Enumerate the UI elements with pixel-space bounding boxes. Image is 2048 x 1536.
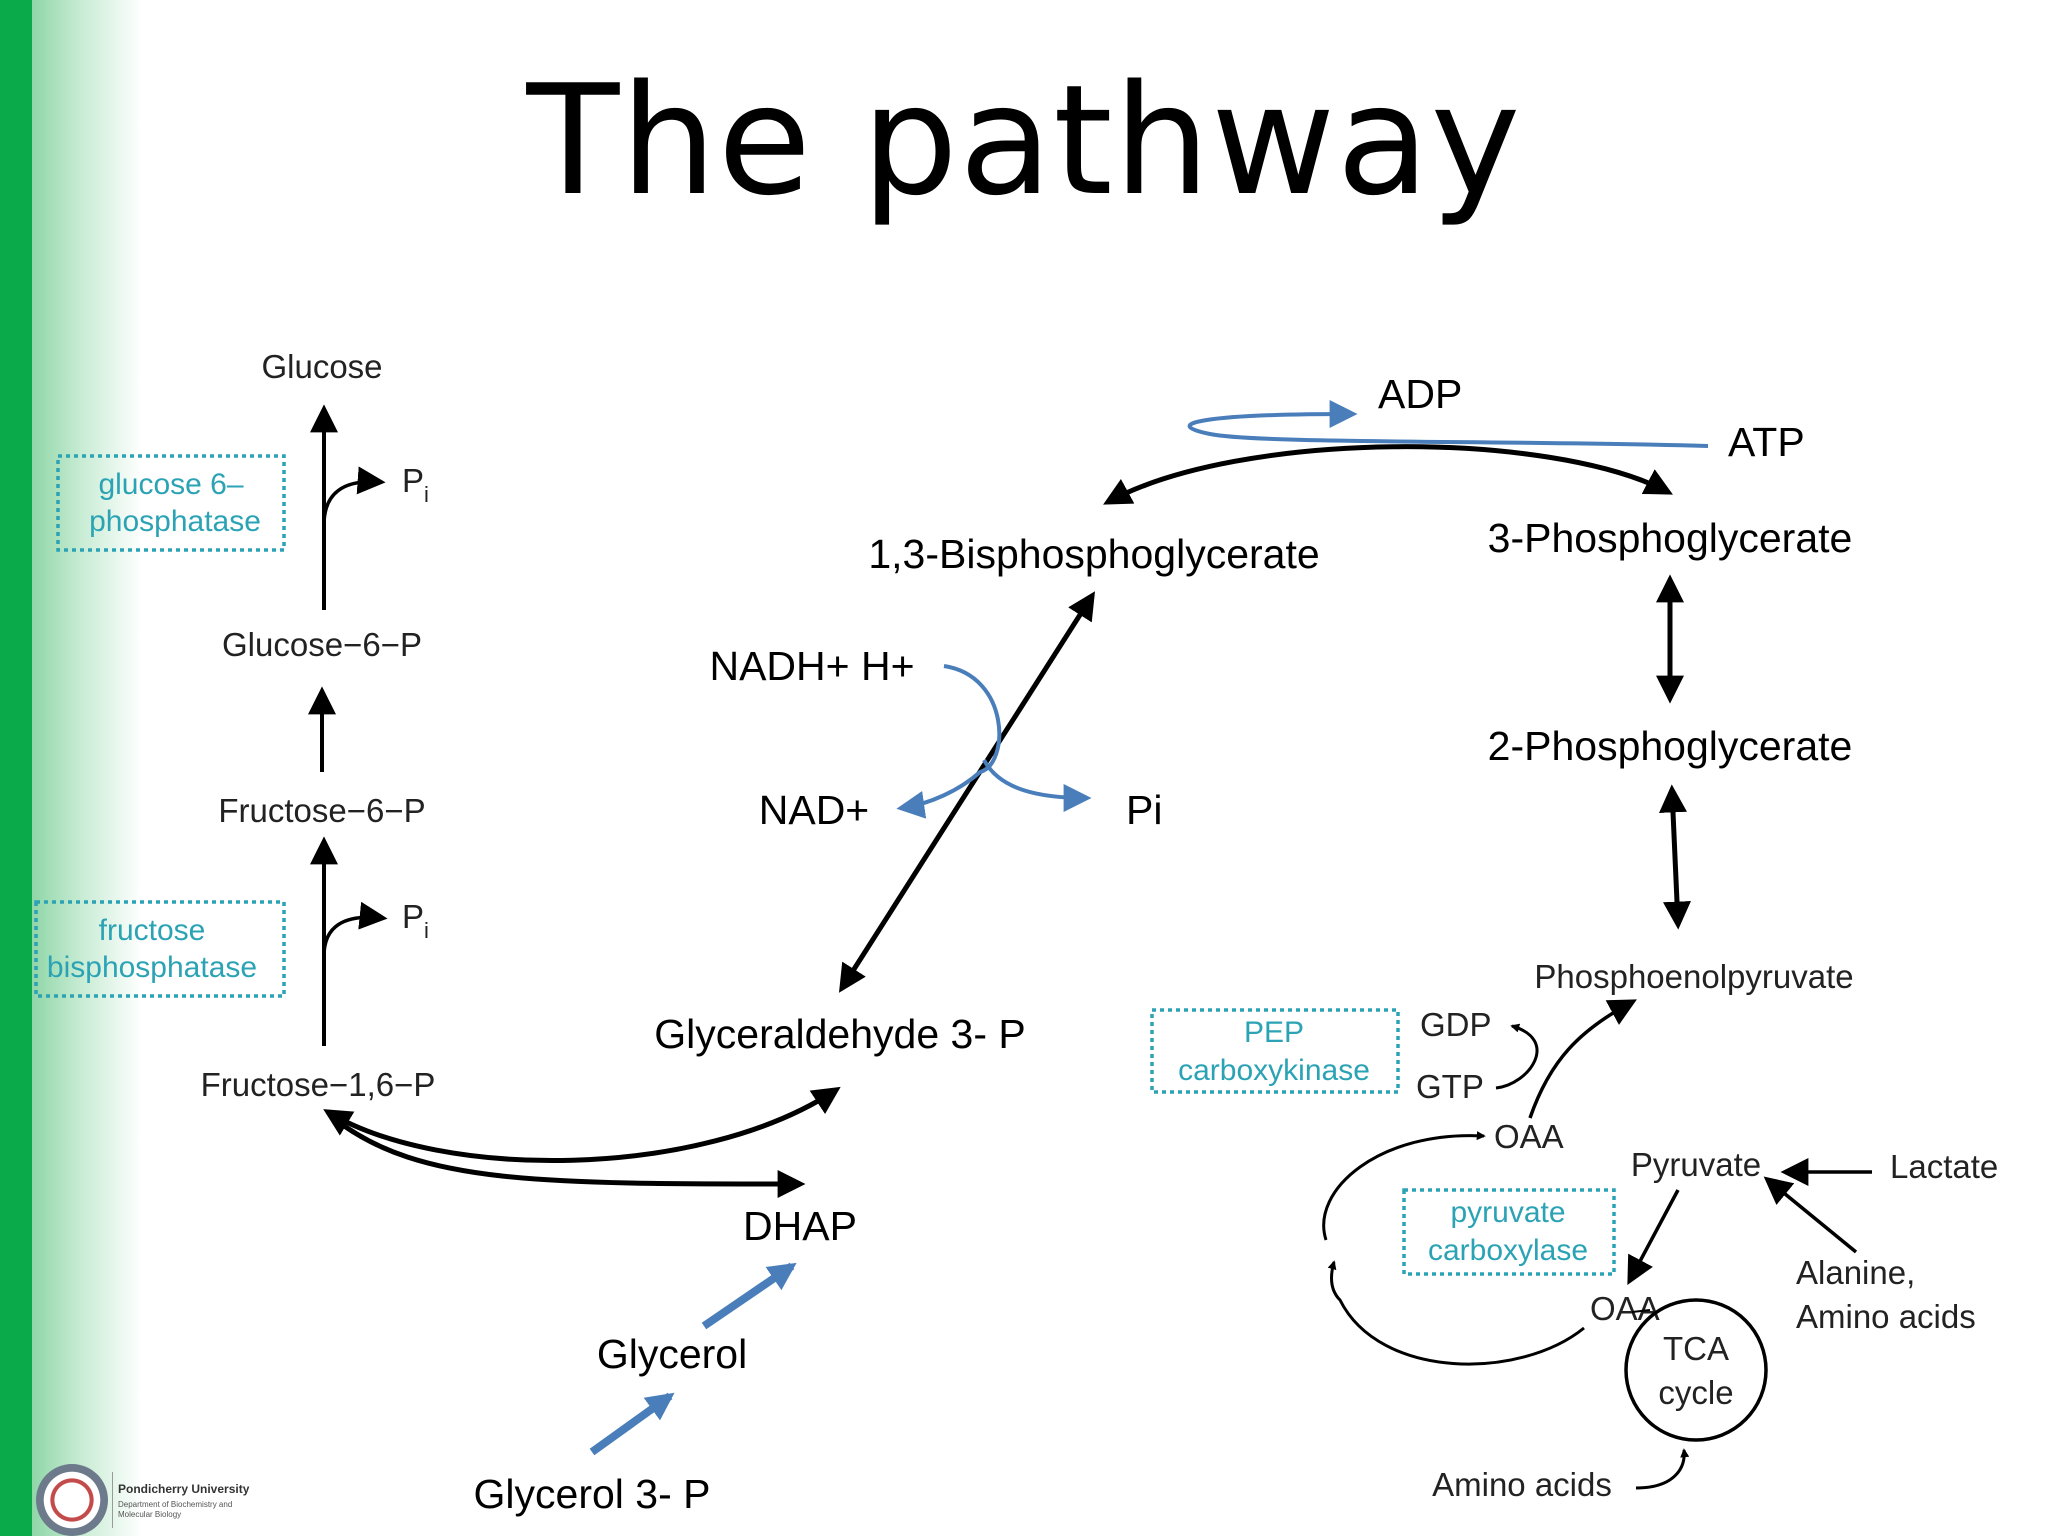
- arrow-glycerol3p-to-glycerol: [589, 1392, 675, 1456]
- adp-label: ADP: [1378, 371, 1462, 417]
- g6pase-line1: glucose 6–: [98, 468, 243, 501]
- pc-line2: carboxylase: [1428, 1234, 1588, 1267]
- arrow-oaa-to-pep: [1528, 999, 1637, 1119]
- nadh-label: NADH+ H+: [709, 643, 914, 689]
- fbpase-line2: bisphosphatase: [47, 951, 257, 984]
- arrow-3pg-to-bpg: [1103, 444, 1673, 505]
- glucose-6-p-label: Glucose−6−P: [222, 626, 422, 663]
- g6pase-line2: phosphatase: [89, 505, 261, 538]
- pg2-label: 2-Phosphoglycerate: [1488, 723, 1853, 769]
- pg3-label: 3-Phosphoglycerate: [1488, 515, 1853, 561]
- arrow-to-pi: [982, 759, 1092, 812]
- arrow-bpg-gap-reversible: [838, 591, 1096, 993]
- arrow-f16p-to-gap: [323, 1086, 841, 1164]
- arrow-glycerol-to-dhap: [701, 1262, 797, 1330]
- sidebar-green-stripe: [0, 0, 32, 1536]
- arrow-pi-release-top: [322, 466, 386, 526]
- atp-label: ATP: [1728, 419, 1805, 465]
- pi-mid-label: Pi: [402, 898, 429, 943]
- tca-cycle-circle: [1624, 1298, 1768, 1442]
- arrow-gtp-to-gdp: [1495, 1023, 1539, 1090]
- fbpase-line1: fructose: [99, 914, 206, 947]
- pepck-line1: PEP: [1244, 1016, 1304, 1049]
- arrow-f16p-to-dhap: [334, 1118, 806, 1198]
- sidebar-gradient: [32, 0, 142, 1536]
- university-seal-logo: [36, 1464, 108, 1536]
- glycerol-label: Glycerol: [597, 1331, 747, 1377]
- alanine-line2: Amino acids: [1796, 1298, 1976, 1335]
- department-name: Department of Biochemistry and Molecular…: [118, 1500, 233, 1519]
- lactate-label: Lactate: [1890, 1148, 1998, 1185]
- arrow-nadh-to-nad: [896, 664, 1002, 819]
- enzyme-box-pepck: [1150, 1008, 1400, 1094]
- arrow-oaa-recycle-top: [1322, 1131, 1486, 1241]
- arrow-pyruvate-to-oaa: [1627, 1189, 1680, 1285]
- gtp-label: GTP: [1416, 1068, 1484, 1105]
- pep-label: Phosphoenolpyruvate: [1534, 958, 1853, 995]
- footer-divider: [112, 1472, 113, 1528]
- arrow-pg2-pep-reversible: [1659, 784, 1691, 930]
- fructose-1-6-p-label: Fructose−1,6−P: [201, 1066, 436, 1103]
- pyruvate-label: Pyruvate: [1631, 1146, 1761, 1183]
- tca-to-oaa-link: [1631, 1309, 1651, 1313]
- enzyme-box-g6pase: [56, 454, 286, 552]
- pc-line1: pyruvate: [1450, 1196, 1565, 1229]
- fructose-6-p-label: Fructose−6−P: [218, 792, 425, 829]
- arrow-atp-to-adp: [1187, 400, 1709, 448]
- arrow-alanine-to-pyruvate: [1763, 1176, 1858, 1254]
- pi-top-label: Pi: [402, 462, 429, 507]
- oaa-bottom-label: OAA: [1590, 1290, 1660, 1327]
- arrow-amino-acids-to-tca: [1635, 1448, 1690, 1490]
- tca-line1: TCA: [1663, 1330, 1729, 1367]
- amino-acids-label: Amino acids: [1432, 1466, 1612, 1503]
- enzyme-box-fbpase: [34, 900, 286, 998]
- slide-title: The pathway: [526, 52, 1522, 229]
- dhap-label: DHAP: [743, 1203, 857, 1249]
- oaa-top-label: OAA: [1494, 1118, 1564, 1155]
- glyceraldehyde-3-p-label: Glyceraldehyde 3- P: [654, 1011, 1025, 1057]
- gdp-label: GDP: [1420, 1006, 1492, 1043]
- tca-line2: cycle: [1658, 1374, 1733, 1411]
- arrow-oaa-recycle-bottom: [1327, 1260, 1585, 1366]
- pi-right-label: Pi: [1126, 787, 1162, 833]
- glycerol-3-p-label: Glycerol 3- P: [474, 1471, 711, 1517]
- glucose-label: Glucose: [261, 348, 382, 385]
- arrow-pi-release-mid: [322, 901, 388, 957]
- university-name: Pondicherry University: [118, 1482, 250, 1496]
- pepck-line2: carboxykinase: [1178, 1054, 1370, 1087]
- enzyme-box-pc: [1402, 1188, 1616, 1276]
- alanine-line1: Alanine,: [1796, 1254, 1915, 1291]
- bpg-13-label: 1,3-Bisphosphoglycerate: [868, 531, 1319, 577]
- nad-label: NAD+: [759, 787, 870, 833]
- university-footer: Pondicherry University Department of Bio…: [36, 1460, 276, 1536]
